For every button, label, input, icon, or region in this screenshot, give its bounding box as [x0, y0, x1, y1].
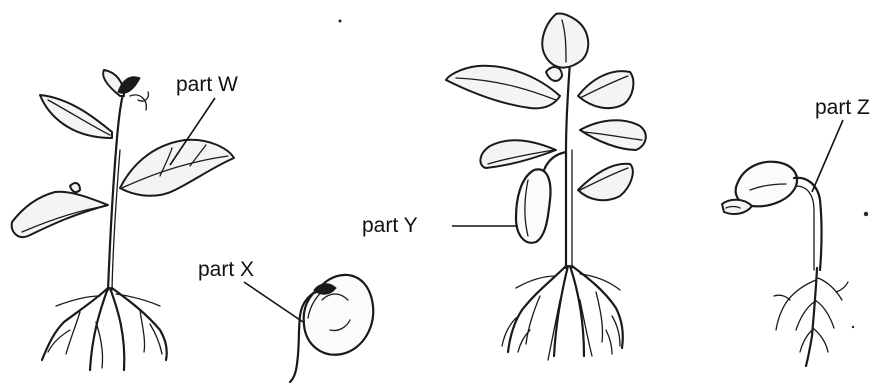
mature-plant-stem — [566, 62, 570, 268]
cotyledon — [736, 162, 797, 207]
mature-plant-leaf-left-middle — [480, 140, 556, 168]
leader-line-z — [812, 120, 843, 192]
speck — [339, 20, 342, 23]
germinating-seed-x — [290, 275, 373, 382]
mature-plant-leaf-left-upper — [446, 66, 560, 109]
label-part-y: part Y — [362, 215, 418, 236]
seedling-z — [722, 162, 848, 366]
label-part-x: part X — [198, 259, 254, 280]
speck — [852, 326, 854, 328]
young-plant — [12, 70, 234, 370]
mature-plant — [446, 13, 646, 360]
label-part-w: part W — [176, 74, 238, 95]
seed-coat — [304, 275, 374, 355]
mature-plant-leaf-right-middle — [580, 120, 646, 150]
young-plant-stem — [108, 90, 124, 290]
seedling-roots — [774, 268, 848, 366]
young-plant-roots — [42, 288, 167, 370]
label-part-z: part Z — [815, 97, 870, 118]
fruit-pod-part-y — [516, 169, 550, 242]
mature-plant-roots — [502, 266, 623, 360]
leader-line-x — [244, 282, 303, 322]
speck — [864, 212, 868, 216]
